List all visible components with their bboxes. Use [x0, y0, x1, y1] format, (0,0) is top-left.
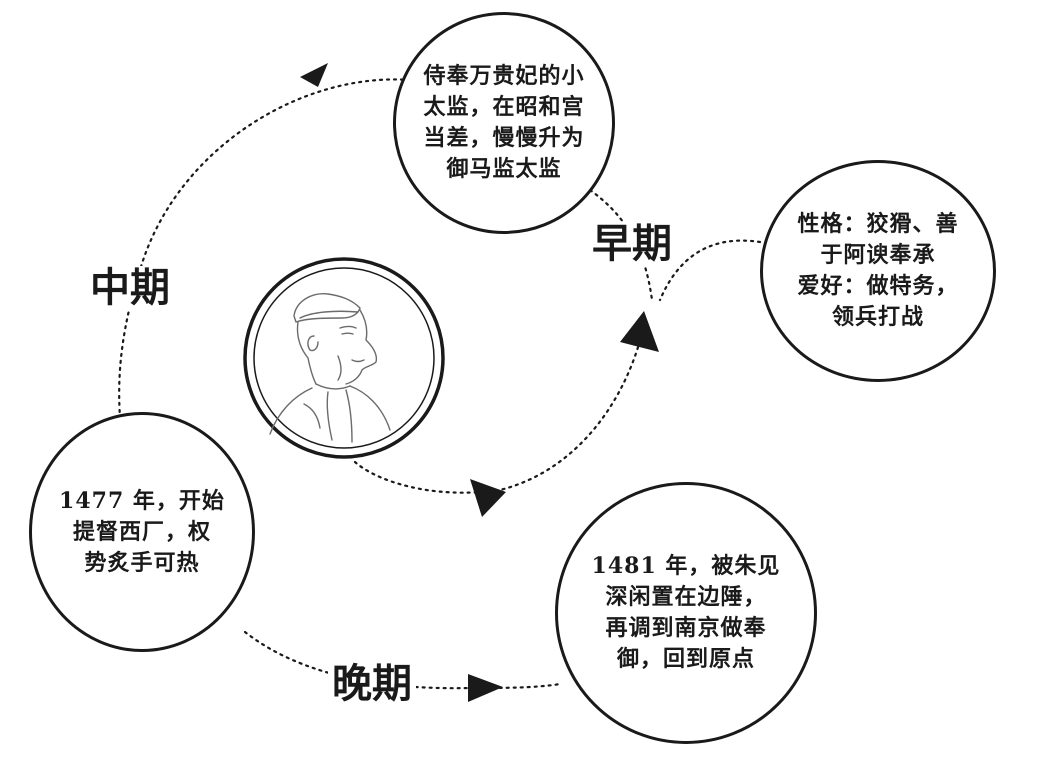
middle-power-line-3: 势炙手可热	[84, 549, 200, 576]
node-middle-power: 1477 年，开始 提督西厂，权 势炙手可热	[29, 412, 255, 652]
phase-label-late: 晚期	[328, 662, 416, 706]
late-exile-line-4: 御，回到原点	[616, 646, 755, 672]
arrow-up-left-icon	[300, 63, 328, 87]
arrow-right-late-icon	[468, 674, 503, 702]
link-middle-to-late	[243, 630, 562, 690]
early-role-line-1: 侍奉万贵妃的小	[423, 63, 585, 89]
traits-line-2: 于阿谀奉承	[820, 242, 936, 268]
phase-label-middle: 中期	[86, 266, 174, 310]
traits-line-3: 爱好：做特务，	[797, 273, 959, 299]
link-traits-to-early	[658, 239, 762, 302]
arrow-up-icon	[620, 311, 659, 352]
late-exile-line-3: 再调到南京做奉	[605, 615, 767, 641]
middle-power-line-1: 1477 年，开始	[59, 487, 225, 514]
late-exile-line-1: 1481 年，被朱见	[591, 553, 781, 579]
arrow-right-icon	[470, 479, 506, 517]
early-role-line-3: 当差，慢慢升为	[423, 125, 585, 151]
loop-arc-early-to-label	[588, 188, 654, 302]
late-exile-line-2: 深闲置在边陲，	[605, 584, 767, 610]
traits-line-1: 性格：狡猾、善	[797, 211, 959, 237]
node-late-exile: 1481 年，被朱见 深闲置在边陲， 再调到南京做奉 御，回到原点	[555, 482, 817, 744]
traits-line-4: 领兵打战	[831, 304, 924, 330]
node-early-role: 侍奉万贵妃的小 太监，在昭和宫 当差，慢慢升为 御马监太监	[393, 12, 615, 234]
node-traits: 性格：狡猾、善 于阿谀奉承 爱好：做特务， 领兵打战	[760, 160, 996, 382]
loop-arc-early-to-middle	[118, 78, 412, 420]
phase-label-early: 早期	[588, 222, 676, 266]
early-role-line-4: 御马监太监	[446, 156, 562, 182]
middle-power-line-2: 提督西厂，权	[72, 518, 211, 545]
loop-arc-return	[353, 318, 647, 494]
eunuch-portrait-icon	[243, 257, 445, 459]
early-role-line-2: 太监，在昭和宫	[423, 94, 585, 120]
